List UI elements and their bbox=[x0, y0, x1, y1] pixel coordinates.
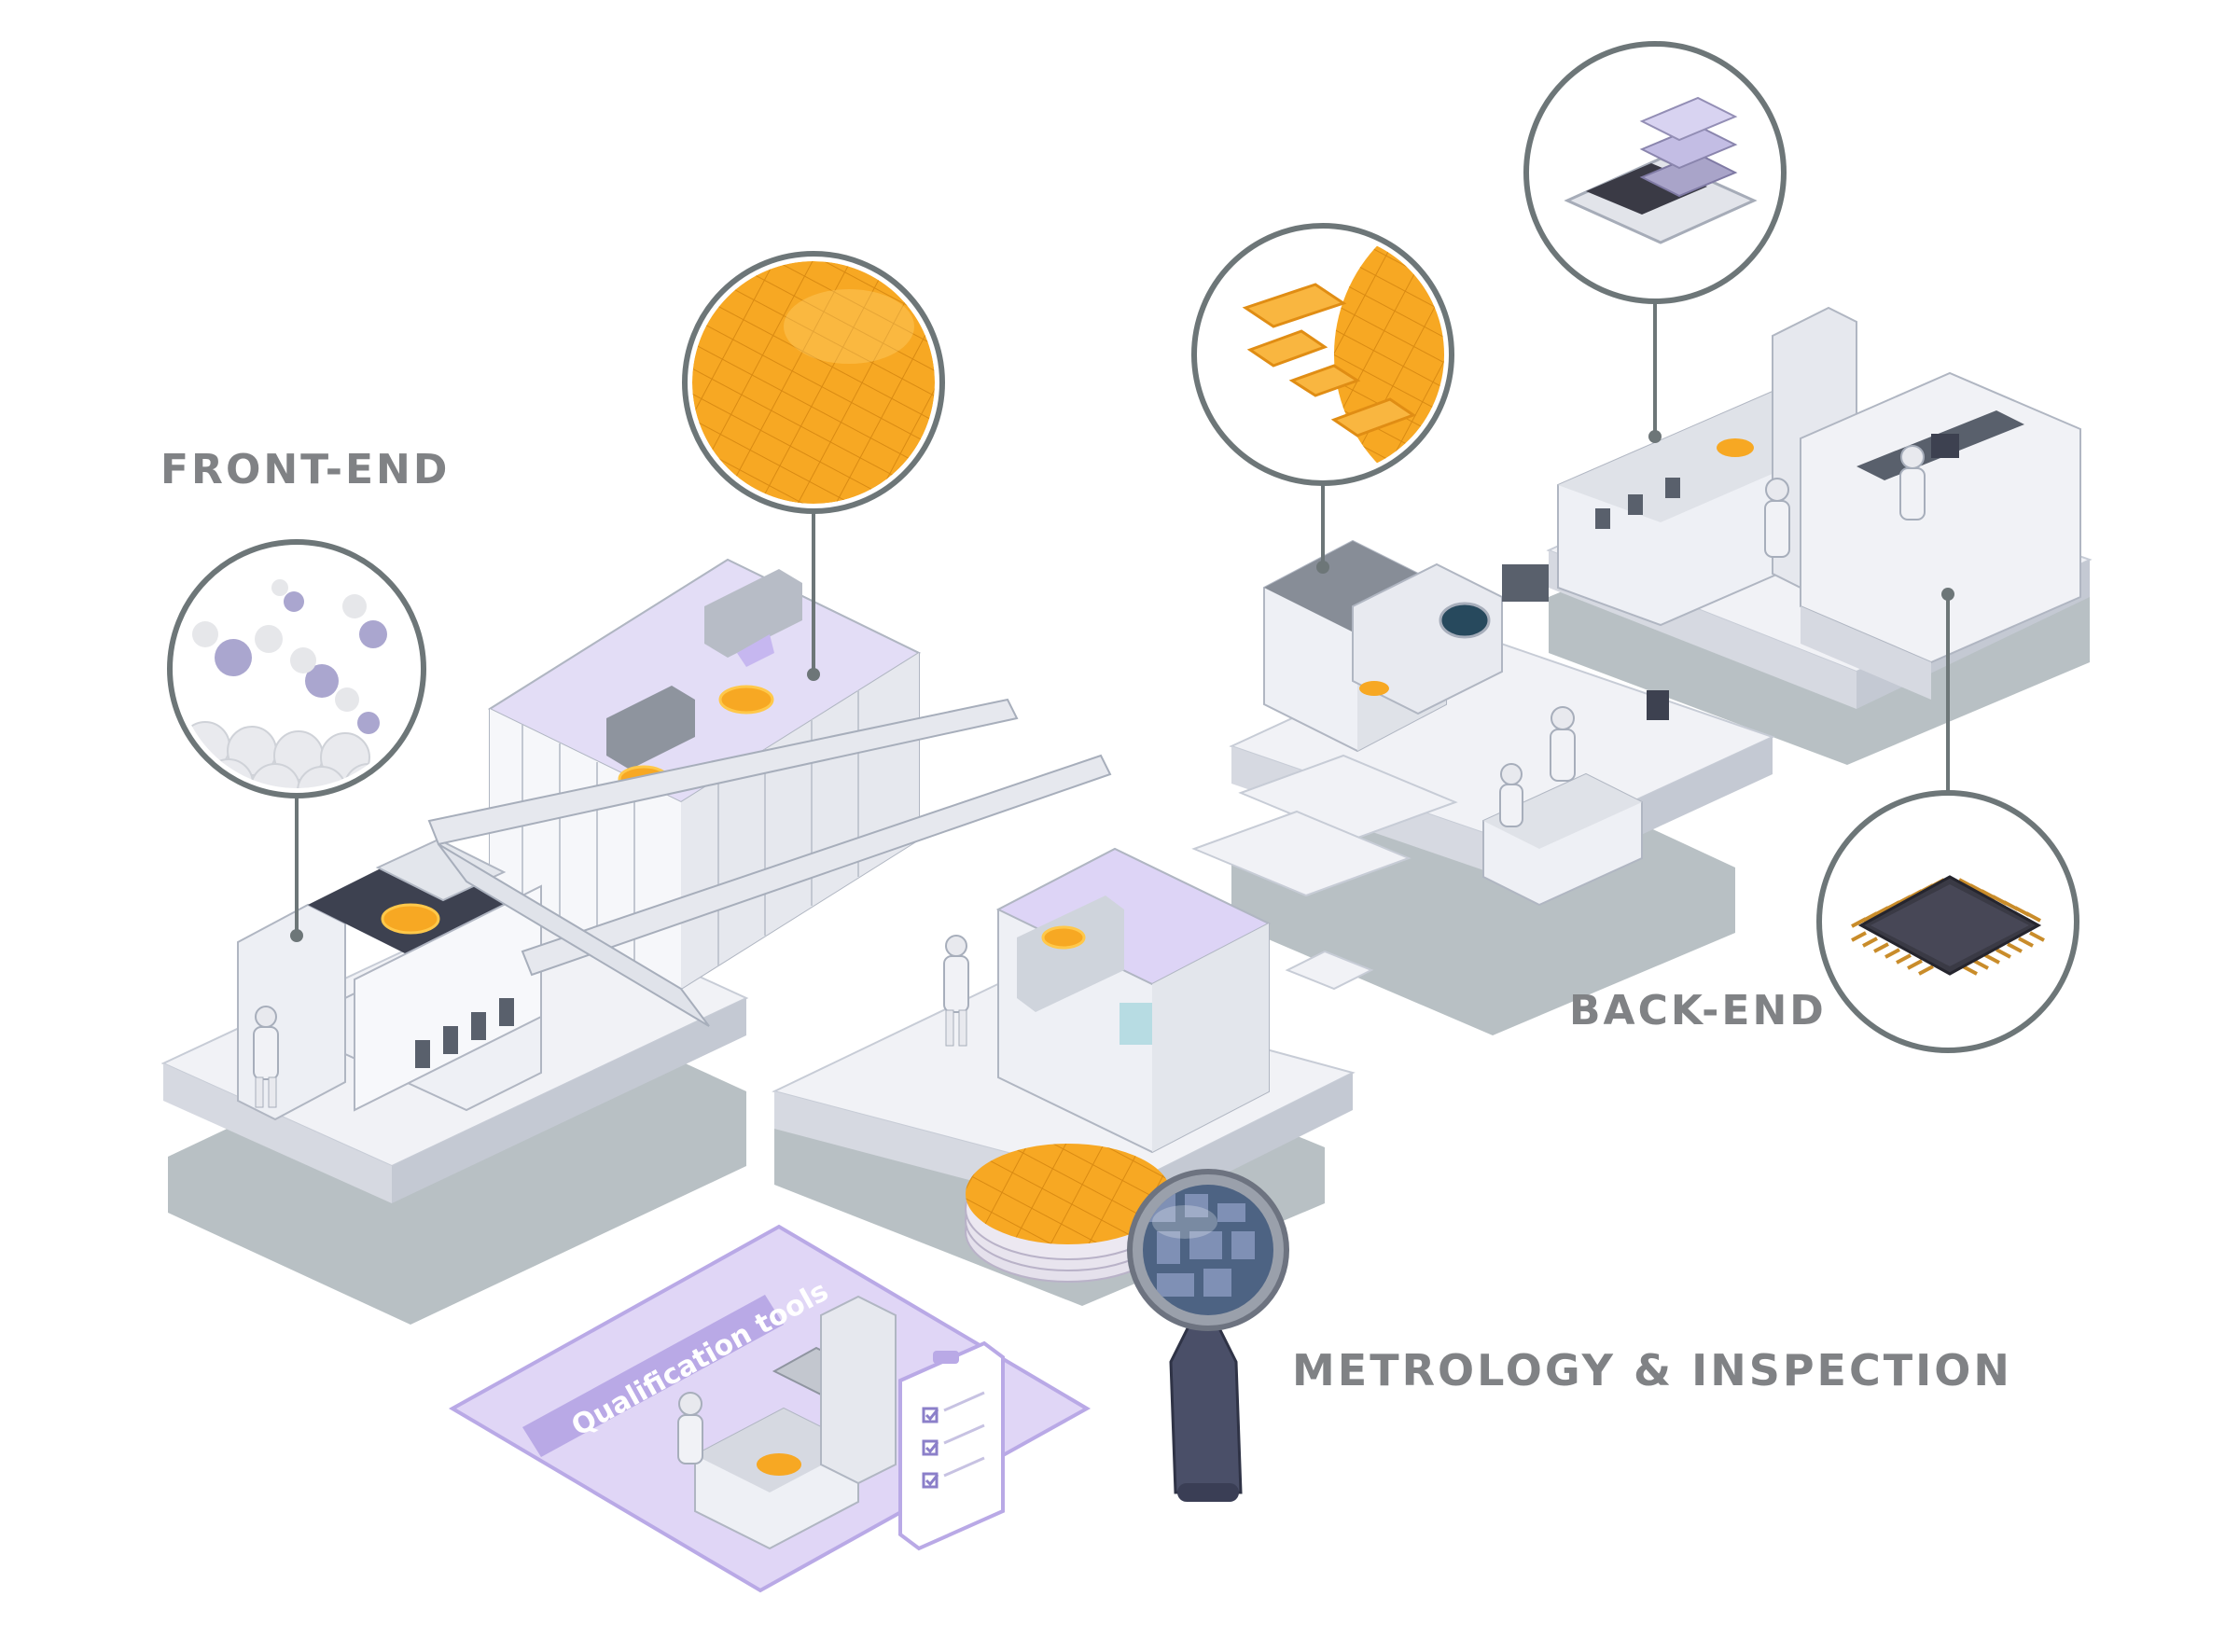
wafer-icon bbox=[692, 261, 935, 504]
microchip-callout bbox=[1816, 790, 2079, 1053]
die-callout bbox=[1191, 223, 1454, 486]
clipboard-icon bbox=[898, 1340, 1005, 1551]
qualification-area: Qualification tools bbox=[448, 1224, 1092, 1593]
metrology-label: METROLOGY & INSPECTION bbox=[1292, 1345, 2012, 1395]
back-end-label: BACK-END bbox=[1569, 987, 1827, 1034]
magnifier-icon bbox=[1127, 1169, 1289, 1502]
molecule-callout bbox=[167, 539, 426, 798]
wafer-stack bbox=[965, 1144, 1172, 1283]
operator-figure bbox=[253, 1006, 279, 1108]
front-end-label: FRONT-END bbox=[160, 446, 451, 493]
chip-stack-icon bbox=[1564, 96, 1758, 244]
die-icon bbox=[1242, 233, 1444, 476]
wafer-callout bbox=[682, 251, 945, 514]
operator-figure bbox=[943, 935, 969, 1047]
callout-lines bbox=[295, 294, 1950, 933]
chip-stack-callout bbox=[1523, 41, 1787, 304]
back-end-machines bbox=[1263, 306, 2081, 907]
front-end-machines bbox=[237, 558, 1272, 1154]
microchip-icon bbox=[1851, 875, 2045, 976]
connector-steps bbox=[1191, 754, 1458, 991]
